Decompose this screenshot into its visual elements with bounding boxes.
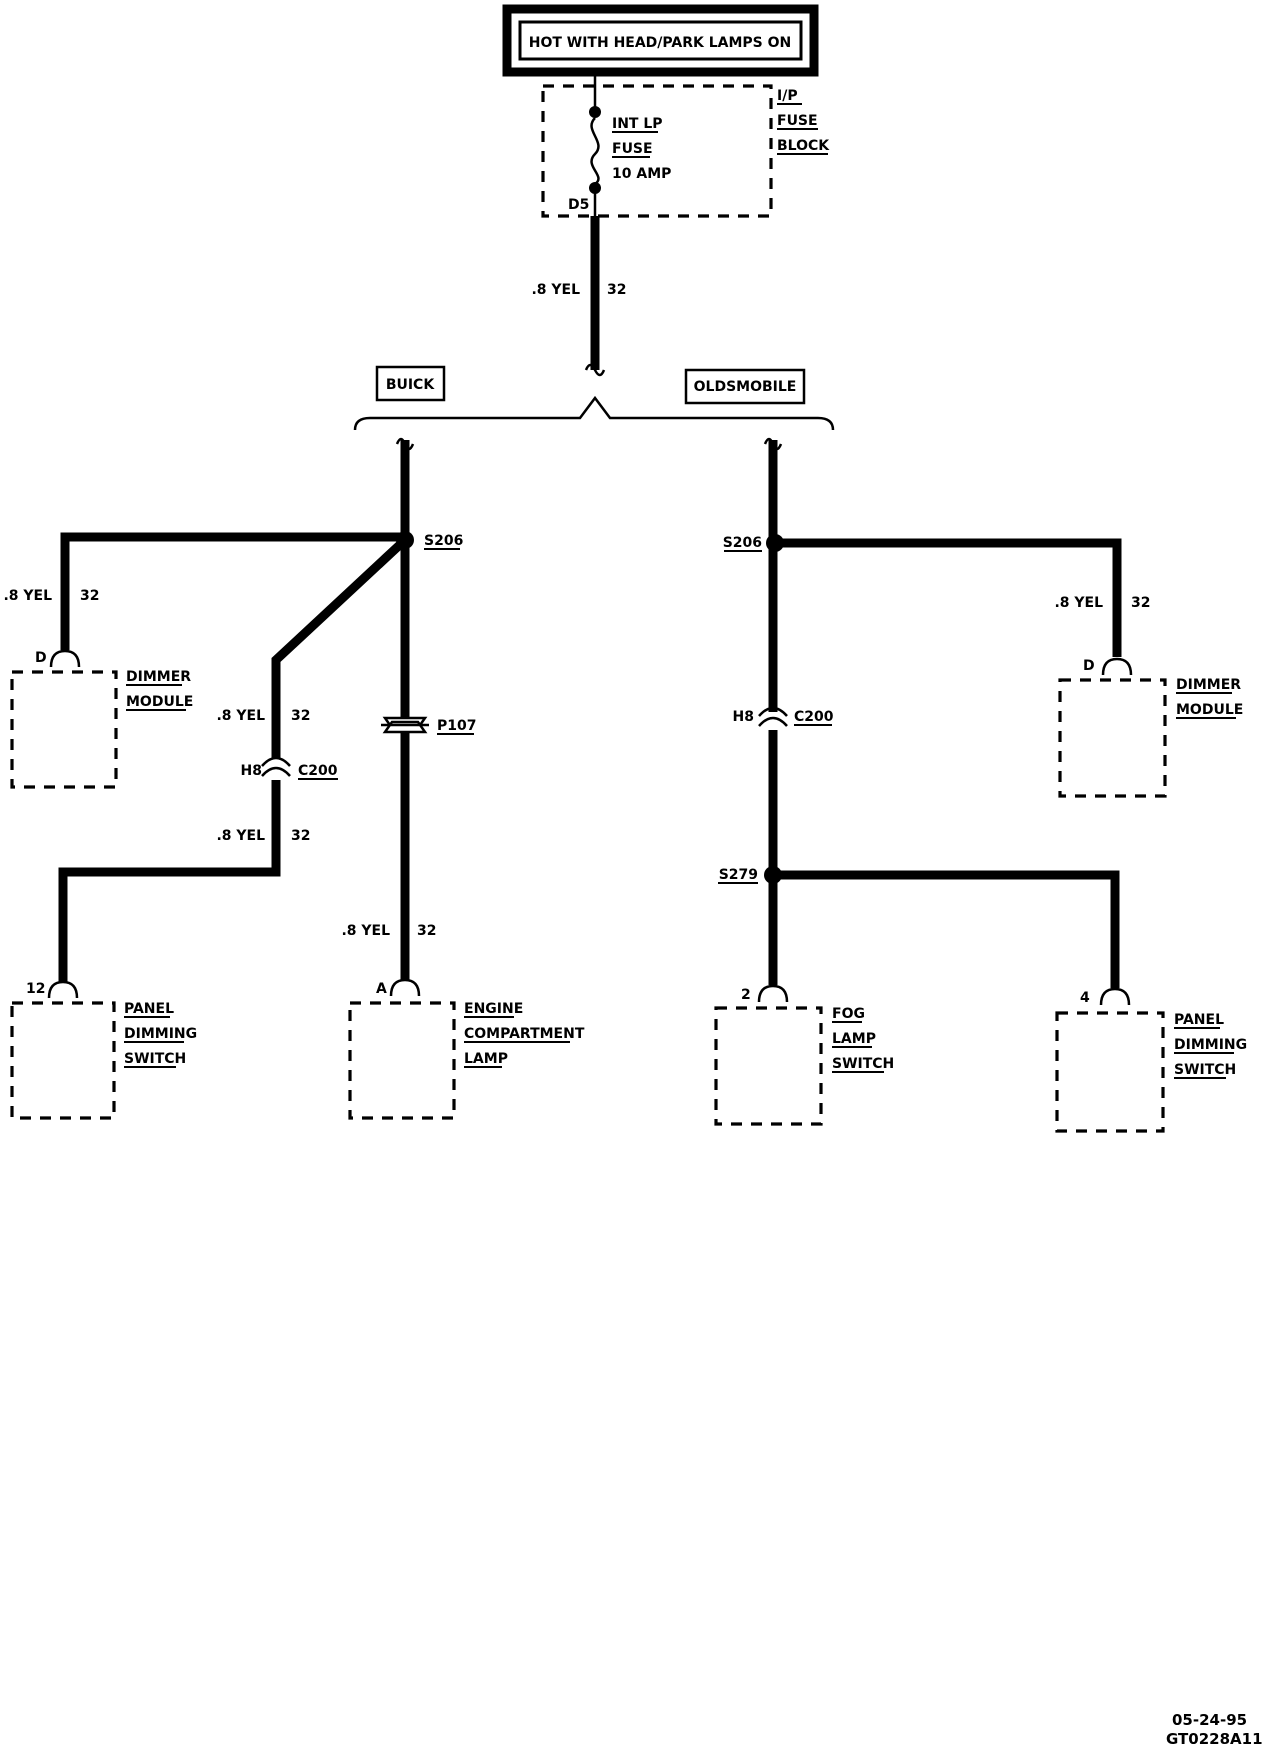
olds-feed-break — [763, 437, 783, 451]
olds-dimmer-name-2: MODULE — [1176, 702, 1243, 718]
buick-engine-name-1: ENGINE — [464, 1001, 523, 1017]
fuse-word: FUSE — [612, 141, 653, 157]
buick-engine-compartment-lamp — [348, 1001, 456, 1120]
buick-dimmer-module — [10, 670, 118, 789]
olds-fog-name-2: LAMP — [832, 1031, 876, 1047]
olds-panel-terminal — [1099, 987, 1131, 1006]
olds-fog-name-1: FOG — [832, 1006, 865, 1022]
buick-dimmer-name-1: DIMMER — [126, 669, 191, 685]
fuse-block-name-3: BLOCK — [777, 138, 830, 154]
buick-c200-upper-size-color: .8 YEL — [216, 708, 265, 724]
olds-panel-name-2: DIMMING — [1174, 1037, 1247, 1053]
power-source-inner-box — [518, 20, 803, 61]
buick-pass-through-label: P107 — [437, 718, 476, 734]
fuse-symbol — [590, 117, 600, 186]
buick-c200-male — [261, 766, 291, 777]
buick-c200-lower-size-color: .8 YEL — [216, 828, 265, 844]
olds-c200-female — [758, 706, 788, 717]
buick-panel-name-2: DIMMING — [124, 1026, 197, 1042]
buick-c200-name: C200 — [298, 763, 338, 779]
buick-c200-pin: H8 — [241, 763, 262, 779]
fuse-block-outline — [541, 84, 773, 218]
olds-dimmer-circuit: 32 — [1131, 595, 1150, 611]
buick-c200-lower-circuit: 32 — [291, 828, 310, 844]
buick-engine-name-3: LAMP — [464, 1051, 508, 1067]
olds-panel-wire — [773, 870, 1120, 988]
olds-c200-male — [758, 716, 788, 727]
olds-fog-lamp-switch — [714, 1006, 823, 1126]
buick-engine-size-color: .8 YEL — [341, 923, 390, 939]
olds-panel-name-3: SWITCH — [1174, 1062, 1236, 1078]
oldsmobile-variant-box — [684, 368, 806, 405]
buick-panel-name-1: PANEL — [124, 1001, 174, 1017]
main-feed-size-color: .8 YEL — [531, 282, 580, 298]
buick-dimmer-circuit: 32 — [80, 588, 99, 604]
main-feed-break — [584, 363, 606, 377]
buick-dimmer-name-2: MODULE — [126, 694, 193, 710]
buick-panel-name-3: SWITCH — [124, 1051, 186, 1067]
buick-engine-name-2: COMPARTMENT — [464, 1026, 585, 1042]
buick-dimmer-size-color: .8 YEL — [3, 588, 52, 604]
fuse-name: INT LP — [612, 116, 663, 132]
buick-c200-female — [261, 756, 291, 767]
buick-engine-circuit: 32 — [417, 923, 436, 939]
buick-panel-terminal-label: 12 — [26, 981, 45, 997]
olds-c200-name: C200 — [794, 709, 834, 725]
olds-dimmer-wire — [775, 538, 1122, 657]
buick-dimmer-terminal — [49, 649, 81, 668]
olds-dimmer-name-1: DIMMER — [1176, 677, 1241, 693]
power-source-box — [502, 4, 819, 77]
fuse-rating: 10 AMP — [612, 166, 671, 182]
footer-date: 05-24-95 — [1172, 1711, 1247, 1729]
olds-splice2-label: S279 — [719, 867, 758, 883]
buick-engine-terminal — [389, 978, 421, 997]
buick-c200-lower-wire — [58, 780, 281, 982]
olds-fog-name-3: SWITCH — [832, 1056, 894, 1072]
buick-variant-label: BUICK — [386, 377, 436, 393]
power-source-label: HOT WITH HEAD/PARK LAMPS ON — [529, 35, 792, 51]
buick-engine-terminal-label: A — [376, 981, 387, 997]
buick-pass-through-p107 — [381, 716, 429, 734]
olds-fog-terminal — [757, 984, 789, 1003]
footer-code: GT0228A11 — [1166, 1730, 1263, 1748]
olds-dimmer-size-color: .8 YEL — [1054, 595, 1103, 611]
fuse-block-terminal: D5 — [568, 197, 589, 213]
olds-panel-name-1: PANEL — [1174, 1012, 1224, 1028]
olds-panel-dimming-switch — [1055, 1011, 1165, 1133]
buick-variant-box — [375, 365, 446, 402]
main-feed-circuit: 32 — [607, 282, 626, 298]
variant-brace — [353, 395, 835, 431]
olds-dimmer-terminal-label: D — [1083, 658, 1095, 674]
buick-dimmer-wire — [60, 532, 405, 650]
olds-panel-terminal-label: 4 — [1080, 990, 1090, 1006]
buick-feed-break — [395, 437, 415, 451]
olds-fog-terminal-label: 2 — [741, 987, 751, 1003]
buick-panel-dimming-switch — [10, 1001, 116, 1120]
olds-c200-pin: H8 — [733, 709, 754, 725]
fuse-block-name-1: I/P — [777, 88, 798, 104]
buick-splice-label: S206 — [424, 533, 463, 549]
fuse-terminal-top — [589, 106, 601, 118]
buick-panel-terminal — [47, 980, 79, 999]
buick-c200-upper-wire — [271, 536, 409, 705]
olds-splice-label: S206 — [723, 535, 762, 551]
fuse-block-name-2: FUSE — [777, 113, 818, 129]
buick-dimmer-terminal-label: D — [35, 650, 47, 666]
buick-c200-upper-circuit: 32 — [291, 708, 310, 724]
oldsmobile-variant-label: OLDSMOBILE — [694, 379, 797, 395]
olds-dimmer-terminal — [1101, 657, 1133, 676]
olds-dimmer-module — [1058, 678, 1167, 798]
